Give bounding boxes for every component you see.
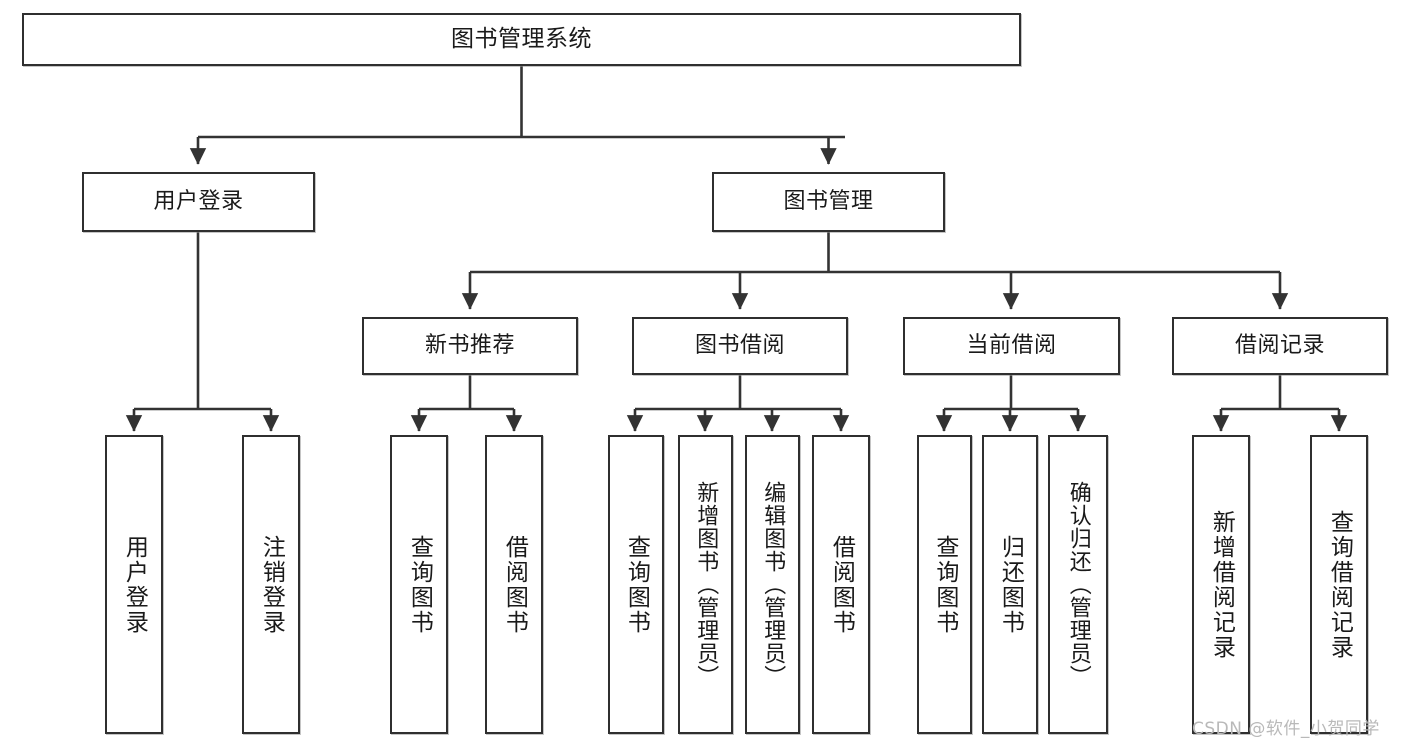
node-root-system[interactable]: 图书管理系统 xyxy=(22,13,1021,66)
node-label: 确认归还（管理员） xyxy=(1065,481,1091,688)
node-label: 查询图书 xyxy=(623,534,650,635)
node-label: 注销登录 xyxy=(258,534,285,635)
leaf-borrow-book-recommend[interactable]: 借阅图书 xyxy=(485,435,543,734)
leaf-confirm-return-admin[interactable]: 确认归还（管理员） xyxy=(1048,435,1108,734)
node-label: 查询借阅记录 xyxy=(1326,509,1353,660)
node-current-borrow[interactable]: 当前借阅 xyxy=(903,317,1120,375)
leaf-edit-book-admin[interactable]: 编辑图书（管理员） xyxy=(745,435,800,734)
node-label: 新书推荐 xyxy=(424,333,515,359)
leaf-borrow-book[interactable]: 借阅图书 xyxy=(812,435,870,734)
leaf-query-book-current[interactable]: 查询图书 xyxy=(917,435,972,734)
leaf-query-book-borrow[interactable]: 查询图书 xyxy=(608,435,664,734)
node-label: 新增图书（管理员） xyxy=(693,481,719,688)
leaf-return-book[interactable]: 归还图书 xyxy=(982,435,1038,734)
leaf-add-book-admin[interactable]: 新增图书（管理员） xyxy=(678,435,733,734)
leaf-logout-login[interactable]: 注销登录 xyxy=(242,435,300,734)
node-user-login[interactable]: 用户登录 xyxy=(82,172,315,232)
node-label: 归还图书 xyxy=(997,534,1024,635)
leaf-user-login[interactable]: 用户登录 xyxy=(105,435,163,734)
node-label: 借阅图书 xyxy=(828,534,855,635)
node-new-book-recommend[interactable]: 新书推荐 xyxy=(362,317,578,375)
node-book-management[interactable]: 图书管理 xyxy=(712,172,945,232)
node-label: 图书借阅 xyxy=(694,333,785,359)
node-label: 图书管理系统 xyxy=(451,25,592,52)
node-label: 借阅记录 xyxy=(1234,333,1325,359)
node-book-borrow[interactable]: 图书借阅 xyxy=(632,317,848,375)
node-label: 借阅图书 xyxy=(501,534,528,635)
node-label: 当前借阅 xyxy=(966,333,1057,359)
node-label: 查询图书 xyxy=(931,534,958,635)
csdn-watermark: CSDN @软件_小贺同学 xyxy=(1192,719,1380,739)
leaf-query-borrow-record[interactable]: 查询借阅记录 xyxy=(1310,435,1368,734)
node-label: 查询图书 xyxy=(406,534,433,635)
node-label: 用户登录 xyxy=(121,534,148,635)
leaf-query-book-recommend[interactable]: 查询图书 xyxy=(390,435,448,734)
node-label: 编辑图书（管理员） xyxy=(760,481,786,688)
node-label: 新增借阅记录 xyxy=(1208,509,1235,660)
node-borrow-record[interactable]: 借阅记录 xyxy=(1172,317,1388,375)
node-label: 用户登录 xyxy=(153,189,244,215)
leaf-add-borrow-record[interactable]: 新增借阅记录 xyxy=(1192,435,1250,734)
node-label: 图书管理 xyxy=(783,189,874,215)
